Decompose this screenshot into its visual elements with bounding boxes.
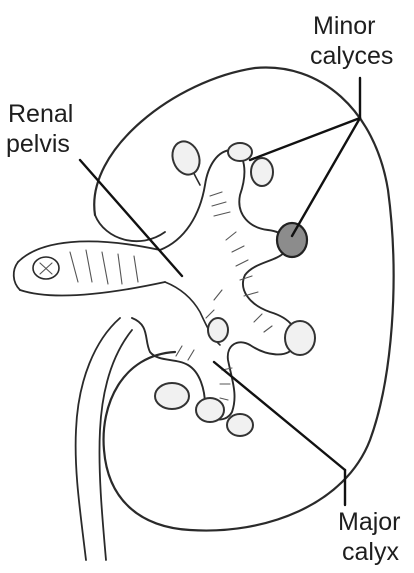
label-calyces-line2: calyces xyxy=(310,42,393,70)
renal-sinus-edge xyxy=(95,215,165,241)
label-major-line1: Major xyxy=(338,508,401,536)
leader-minor-calyces-2 xyxy=(292,118,360,236)
label-pelvis-line2: pelvis xyxy=(6,130,70,158)
label-minor-line1: Minor xyxy=(313,12,376,40)
leader-minor-calyces-1 xyxy=(250,118,360,160)
renal-vessels xyxy=(14,241,165,295)
leader-renal-pelvis xyxy=(80,160,182,276)
label-renal-line1: Renal xyxy=(8,100,73,128)
label-calyx-line2: calyx xyxy=(342,538,399,566)
